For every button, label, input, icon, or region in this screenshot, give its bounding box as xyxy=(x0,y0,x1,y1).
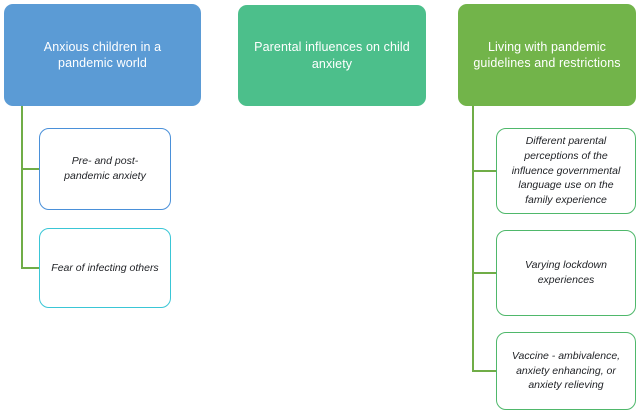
connector-left-trunk xyxy=(21,106,23,269)
theme-box-parental-influences[interactable]: Parental influences on child anxiety xyxy=(238,5,426,106)
subtheme-label: Fear of infecting others xyxy=(51,261,159,274)
theme-label: Anxious children in a pandemic world xyxy=(43,39,162,71)
connector-right-arm-1 xyxy=(472,170,497,172)
subtheme-label: Different parental perceptions of the in… xyxy=(511,134,621,207)
theme-box-anxious-children[interactable]: Anxious children in a pandemic world xyxy=(4,4,201,106)
subtheme-box-parental-perceptions-governmental-language[interactable]: Different parental perceptions of the in… xyxy=(496,128,636,214)
connector-left-arm-2 xyxy=(21,267,40,269)
theme-box-living-with-guidelines[interactable]: Living with pandemic guidelines and rest… xyxy=(458,4,636,106)
connector-right-arm-2 xyxy=(472,272,497,274)
theme-label: Parental influences on child anxiety xyxy=(254,40,410,71)
subtheme-box-vaccine-ambivalence[interactable]: Vaccine - ambivalence, anxiety enhancing… xyxy=(496,332,636,410)
connector-left-arm-1 xyxy=(21,168,40,170)
subtheme-label: Varying lockdown experiences xyxy=(525,259,607,286)
connector-right-arm-3 xyxy=(472,370,497,372)
theme-label: Living with pandemic guidelines and rest… xyxy=(473,39,621,71)
subtheme-label: Pre- and post-pandemic anxiety xyxy=(64,155,146,182)
subtheme-box-varying-lockdown-experiences[interactable]: Varying lockdown experiences xyxy=(496,230,636,316)
subtheme-box-fear-of-infecting-others[interactable]: Fear of infecting others xyxy=(39,228,171,308)
connector-right-trunk xyxy=(472,106,474,372)
subtheme-box-pre-post-pandemic-anxiety[interactable]: Pre- and post-pandemic anxiety xyxy=(39,128,171,210)
subtheme-label: Vaccine - ambivalence, anxiety enhancing… xyxy=(511,349,621,392)
